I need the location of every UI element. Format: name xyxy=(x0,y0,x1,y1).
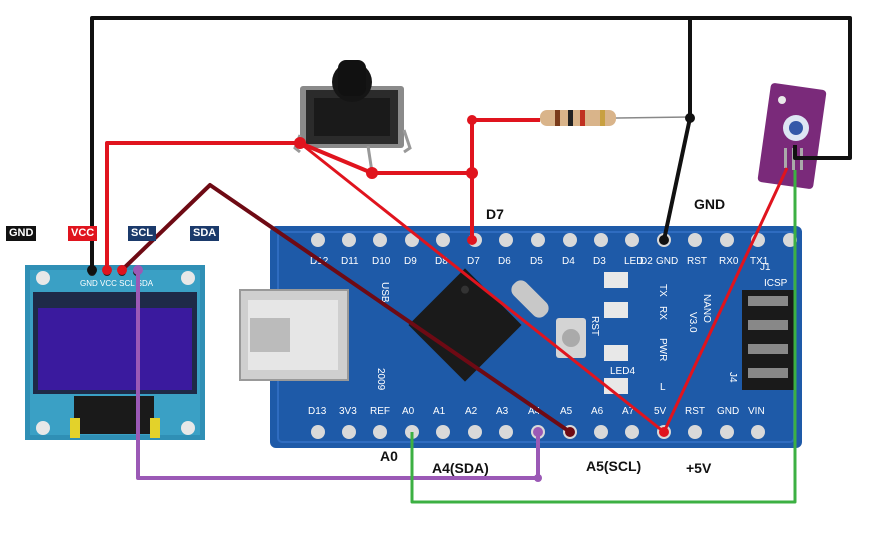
top-pin-label: D5 xyxy=(530,256,543,267)
oled-header-text: GND VCC SCL SDA xyxy=(80,279,154,288)
j4-label: J4 xyxy=(727,372,738,383)
version-label: V3.0 xyxy=(687,312,698,333)
bottom-pin-label: 5V xyxy=(654,406,667,417)
bottom-pin-label: A3 xyxy=(496,406,509,417)
bottom-pin-label: A0 xyxy=(402,406,415,417)
plus-5v-label: +5V xyxy=(686,460,712,476)
pwr-label: PWR xyxy=(657,338,668,361)
usb-label: USB xyxy=(379,282,390,303)
bottom-pin-label: A7 xyxy=(622,406,635,417)
oled-sda-tag: SDA xyxy=(190,226,220,241)
top-pin-label: TX1 xyxy=(750,256,769,267)
d7-label: D7 xyxy=(486,206,504,222)
bottom-pin-label: A5 xyxy=(560,406,573,417)
top-pin-label: RX0 xyxy=(719,256,739,267)
nano-label: NANO xyxy=(701,294,712,323)
top-pin-label: D8 xyxy=(435,256,448,267)
wire-gnd-black-branch xyxy=(662,18,692,241)
wire-gnd-black xyxy=(90,16,852,270)
top-pin-label: GND xyxy=(656,256,678,267)
bottom-pin-label: RST xyxy=(685,406,705,417)
oled-vcc-tag: VCC xyxy=(68,226,98,241)
top-pin-label: RST xyxy=(687,256,707,267)
wire-scl-darkred xyxy=(120,183,572,434)
top-pin-label: D9 xyxy=(404,256,417,267)
top-pin-label: D3 xyxy=(593,256,606,267)
bottom-pin-labels: D13 3V3 REF A0 A1 A2 A3 A4 A5 A6 A7 5V RST GND VIN xyxy=(308,406,765,417)
bottom-pin-label: VIN xyxy=(748,406,765,417)
bottom-pin-label: A6 xyxy=(591,406,604,417)
oled-scl-tag: SCL xyxy=(128,226,156,241)
bottom-pin-label: REF xyxy=(370,406,390,417)
sensor-module xyxy=(757,83,827,189)
top-pin-label: D2 xyxy=(640,256,653,267)
top-pin-label: LED xyxy=(624,256,643,267)
bottom-pin-label: A1 xyxy=(433,406,446,417)
a4-sda-label: A4(SDA) xyxy=(432,460,489,476)
j1-label: J1 xyxy=(760,262,771,273)
oled-screen xyxy=(38,308,192,390)
tx-label: TX xyxy=(657,284,668,297)
gnd-label: GND xyxy=(694,196,726,212)
top-pin-label: D6 xyxy=(498,256,511,267)
oled-gnd-tag: GND xyxy=(6,226,37,241)
l-label: L xyxy=(660,382,666,393)
wire-a0-green xyxy=(410,170,797,504)
bottom-pin-label: A2 xyxy=(465,406,478,417)
bottom-pin-label: D13 xyxy=(308,406,327,417)
bottom-pin-label: 3V3 xyxy=(339,406,357,417)
bottom-pin-label: A4 xyxy=(528,406,541,417)
led4-label: LED4 xyxy=(610,366,635,377)
a5-scl-label: A5(SCL) xyxy=(586,458,642,474)
rst-label: RST xyxy=(589,316,600,336)
icsp-label: ICSP xyxy=(764,278,788,289)
top-pin-label: D7 xyxy=(467,256,480,267)
push-button xyxy=(293,60,412,173)
oled-display: GND VCC SCL SDA xyxy=(25,265,205,440)
bottom-pin-label: GND xyxy=(717,406,739,417)
top-pin-label: D4 xyxy=(562,256,575,267)
top-pin-label: D11 xyxy=(341,256,359,267)
top-pin-label: D10 xyxy=(372,256,391,267)
rx-label: RX xyxy=(657,306,668,320)
wire-sda-purple xyxy=(136,270,540,480)
a0-label: A0 xyxy=(380,448,398,464)
year-label: 2009 xyxy=(375,368,386,391)
junction-dots xyxy=(87,113,695,482)
